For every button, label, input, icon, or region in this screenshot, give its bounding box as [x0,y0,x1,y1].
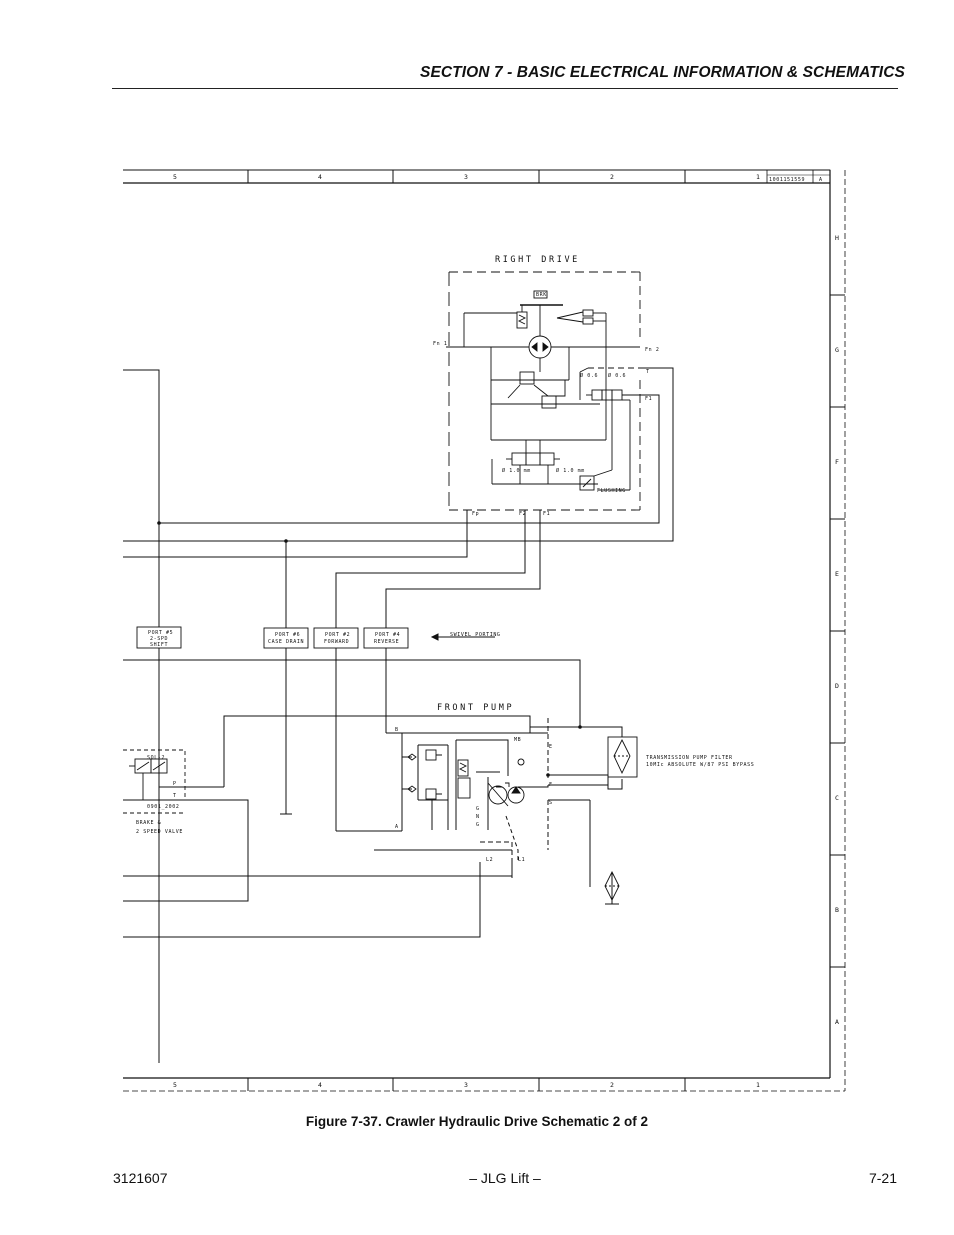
port-f2-label: F2 [519,511,526,517]
filter-label-1: TRANSMISSION PUMP FILTER [646,755,733,761]
port-l2-label: L2 [486,857,493,863]
port-4-line-1: PORT #4 [375,632,400,638]
zone-label-1-bottom: 1 [756,1081,760,1089]
zone-label-4: 4 [318,173,322,181]
zone-label-f: F [835,458,839,466]
zone-label-g: G [835,346,839,354]
zone-label-1: 1 [756,173,760,181]
document-number: 3121607 [113,1170,168,1186]
swivel-port-2-box [313,627,359,649]
port-6-line-2: CASE DRAIN [268,639,304,645]
port-2-line-2: FORWARD [324,639,349,645]
port-n-label: N [476,814,480,820]
orifice-3-label: Ø 1.0 mm [502,467,531,474]
zone-label-3: 3 [464,173,468,181]
right-drive-motor: RIGHT DRIVE BRK Fn 1 Fn 2 T F1 Ø 0.6 Ø 0… [433,255,659,517]
filter-label-2: 10MIc ABSOLUTE W/87 PSI BYPASS [646,762,754,768]
front-pump: FRONT PUMP B A E F S MB L2 L1 G N G TRAN… [395,703,754,902]
port-l1-label: L1 [518,857,525,863]
port-5-line-2: 2-SPD [150,636,168,642]
swivel-port-6-box [263,627,309,649]
right-drive-title: RIGHT DRIVE [495,255,580,265]
port-2-line-1: PORT #2 [325,632,350,638]
zone-label-4-bottom: 4 [318,1081,322,1089]
valve-label-1: BRAKE & [136,820,161,826]
valve-port-p: P [173,781,177,787]
zone-label-c: C [835,794,839,802]
port-f-label: F [549,782,553,788]
zone-label-e: E [835,570,839,578]
zone-label-a: A [835,1018,839,1026]
header-divider [112,88,898,89]
valve-part-number: 0901_2002 [147,804,180,810]
port-6-line-1: PORT #6 [275,632,300,638]
brake-two-speed-valve: SOL-2 P T 0901_2002 BRAKE & 2 SPEED VALV… [123,749,224,835]
figure-caption: Figure 7-37. Crawler Hydraulic Drive Sch… [305,1114,649,1129]
port-t-label: T [646,369,650,375]
valve-port-t: T [173,793,177,799]
port-5-line-3: SHIFT [150,642,168,648]
port-g-label: G [476,806,480,812]
port-f1-lower-label: F1 [543,511,550,517]
port-f1-label: F1 [645,396,652,402]
port-g2-label: G [476,822,480,828]
zone-label-d: D [835,682,839,690]
section-title: SECTION 7 - BASIC ELECTRICAL INFORMATION… [420,64,905,81]
page-number: 7-21 [868,1170,897,1186]
drawing-frame [123,169,846,1092]
zone-label-h: H [835,234,839,242]
swivel-port-4-box [363,627,409,649]
port-fp-label: Fp [472,511,479,517]
port-mb-label: MB [514,737,521,743]
port-s-label: S [549,800,553,806]
orifice-2-label: Ø 0.6 [608,372,626,379]
orifice-4-label: Ø 1.0 mm [556,467,585,474]
port-b-label: B [395,727,399,733]
drawing-revision: A [819,177,823,183]
port-fn1-label: Fn 1 [433,341,447,347]
valve-code: SOL-2 [147,755,165,761]
zone-label-2-bottom: 2 [610,1081,614,1089]
publisher: – JLG Lift – [469,1170,541,1186]
zone-label-3-bottom: 3 [464,1081,468,1089]
orifice-1-label: Ø 0.6 [580,372,598,379]
port-4-line-2: REVERSE [374,639,399,645]
port-fn2-label: Fn 2 [645,347,659,353]
swivel-port-5-box [136,626,182,649]
swivel-porting-label: SWIVEL PORTING [450,632,501,638]
front-pump-title: FRONT PUMP [437,703,514,713]
zone-label-b: B [835,906,839,914]
junction-dots [157,521,582,777]
flushing-label: FLUSHING [597,488,626,494]
brake-label: BRK [536,292,547,298]
valve-label-2: 2 SPEED VALVE [136,829,183,835]
drawing-number: 1001151559 [769,177,805,183]
port-a-label: A [395,824,399,830]
port-5-line-1: PORT #5 [148,630,173,636]
zone-label-5-bottom: 5 [173,1081,177,1089]
port-e-label: E [549,744,553,750]
hydraulic-lines [123,367,674,1063]
swivel-port-boxes [136,626,409,649]
zone-label-5: 5 [173,173,177,181]
zone-label-2: 2 [610,173,614,181]
